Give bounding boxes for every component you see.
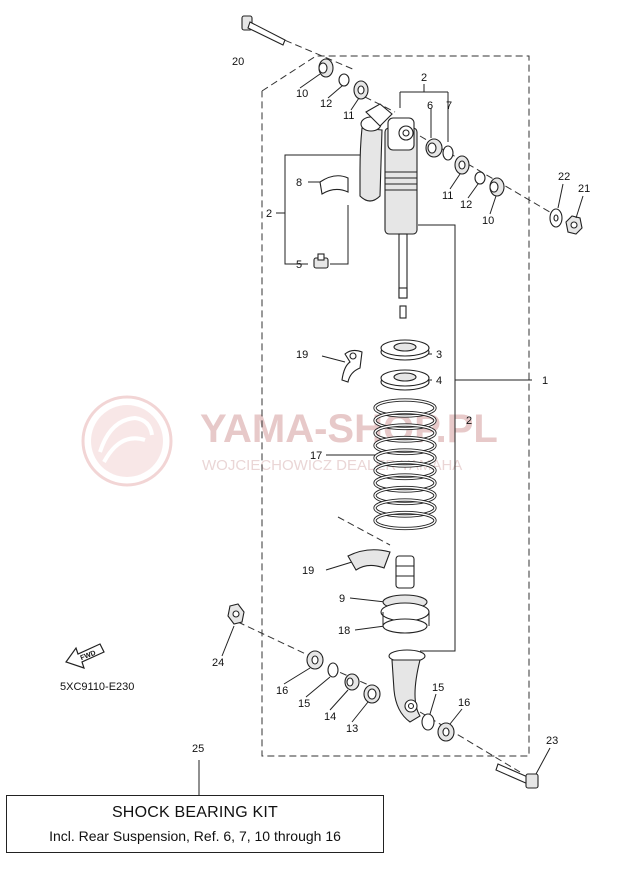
bolt-23 xyxy=(495,763,539,789)
callout-17: 17 xyxy=(310,450,322,462)
callout-brackets xyxy=(276,84,532,652)
washer-7 xyxy=(442,145,454,161)
spring-coil-highlight xyxy=(374,474,436,492)
callout-12-right: 12 xyxy=(460,199,472,211)
spring-coil-highlight xyxy=(374,436,436,455)
spring-coil-highlight xyxy=(374,424,436,442)
callout-15-right: 15 xyxy=(432,682,444,694)
callout-19-bottom: 19 xyxy=(302,565,314,577)
callout-14: 14 xyxy=(324,711,336,723)
watermark-logo xyxy=(81,395,173,487)
bearing-13 xyxy=(363,684,381,704)
kit-title: SHOCK BEARING KIT xyxy=(111,804,279,821)
diagram-code: 5XC9110-E230 xyxy=(60,681,134,693)
callout-4: 4 xyxy=(436,375,442,387)
callout-12-left: 12 xyxy=(320,98,332,110)
callout-22: 22 xyxy=(558,171,570,183)
bumper-9 xyxy=(382,555,428,610)
callout-labels: 20 10 12 11 2 6 7 11 12 10 22 21 8 2 5 1… xyxy=(192,56,590,755)
callout-16-right: 16 xyxy=(458,697,470,709)
callout-25: 25 xyxy=(192,743,204,755)
collar-14 xyxy=(344,673,360,691)
callout-13: 13 xyxy=(346,723,358,735)
callout-19-top: 19 xyxy=(296,349,308,361)
spring-coil-highlight xyxy=(374,411,436,430)
watermark-title: YAMA-SHOP.PL xyxy=(200,407,498,451)
spring-guide-19-bottom xyxy=(347,549,391,571)
adjuster-nut-3 xyxy=(380,339,430,361)
spring-coil-highlight xyxy=(374,511,436,530)
collar-10-left xyxy=(318,58,334,78)
collar-16-right xyxy=(437,722,455,742)
callout-15-left: 15 xyxy=(298,698,310,710)
circlip-12-left xyxy=(338,73,350,87)
callout-8: 8 xyxy=(296,177,302,189)
callout-2-top: 2 xyxy=(421,72,427,84)
bolt-20 xyxy=(241,15,286,46)
spring-coil-highlight xyxy=(374,486,436,505)
seal-11-left xyxy=(353,80,369,100)
collar-16-left xyxy=(306,650,324,670)
lower-clevis xyxy=(388,649,426,723)
callout-2-left: 2 xyxy=(266,208,272,220)
collar-10-right xyxy=(489,177,505,197)
callout-9: 9 xyxy=(339,593,345,605)
callout-16-left: 16 xyxy=(276,685,288,697)
callout-leaders xyxy=(221,73,584,775)
valve-5 xyxy=(313,253,329,269)
callout-11-left: 11 xyxy=(343,110,354,122)
callout-3: 3 xyxy=(436,349,442,361)
clip-8 xyxy=(319,175,349,195)
spring-coil-highlight xyxy=(374,399,436,417)
seal-15-right xyxy=(421,713,435,731)
washer-22 xyxy=(549,208,563,228)
callout-6: 6 xyxy=(427,100,433,112)
callout-18: 18 xyxy=(338,625,350,637)
spring-coil-highlight xyxy=(374,499,436,517)
shock-bearing-kit-box: SHOCK BEARING KIT Incl. Rear Suspension,… xyxy=(6,795,384,853)
kit-subtitle: Incl. Rear Suspension, Ref. 6, 7, 10 thr… xyxy=(49,828,341,844)
spring-coil-highlight xyxy=(374,461,436,480)
lock-nut-4 xyxy=(380,369,430,391)
bushing-6 xyxy=(425,138,443,158)
spring-guide-19-top xyxy=(341,349,363,383)
spring-seat-18 xyxy=(380,602,430,634)
nut-21 xyxy=(565,215,583,235)
callout-1: 1 xyxy=(542,375,548,387)
assembly-outline xyxy=(261,55,530,757)
callout-5: 5 xyxy=(296,259,302,271)
callout-2-mid: 2 xyxy=(466,415,472,427)
spring-17 xyxy=(373,398,437,531)
seal-15-left xyxy=(327,662,339,678)
callout-20: 20 xyxy=(232,56,244,68)
callout-24: 24 xyxy=(212,657,224,669)
fwd-arrow-icon: FWD xyxy=(65,643,105,669)
circlip-12-right xyxy=(474,171,486,185)
callout-21: 21 xyxy=(578,183,590,195)
seal-11-right xyxy=(454,155,470,175)
callout-11-right: 11 xyxy=(442,190,453,202)
spring-coil-highlight xyxy=(374,449,436,467)
callout-23: 23 xyxy=(546,735,558,747)
shock-absorber-body xyxy=(359,103,418,319)
callout-10-left: 10 xyxy=(296,88,308,100)
callout-7: 7 xyxy=(446,100,452,112)
callout-10-right: 10 xyxy=(482,215,494,227)
nut-24 xyxy=(227,603,245,625)
